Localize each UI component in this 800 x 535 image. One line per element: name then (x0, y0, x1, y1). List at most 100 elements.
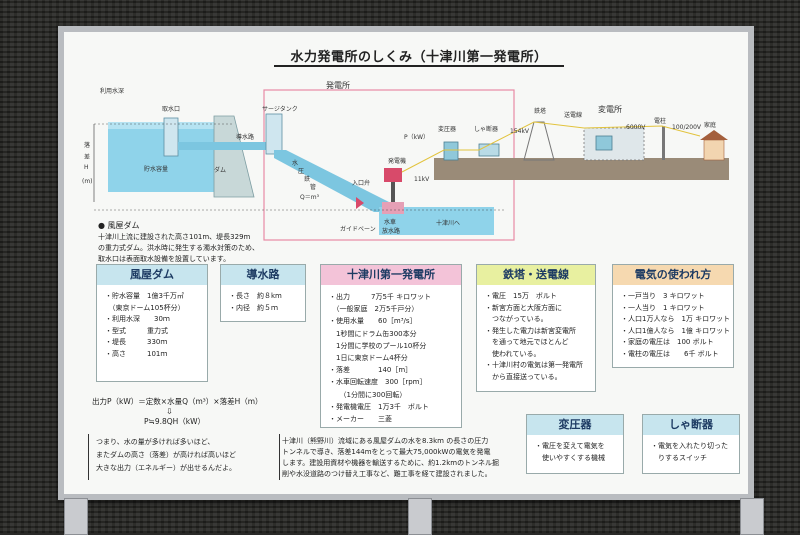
headrace-item: ・内径 約５ｍ (229, 303, 278, 312)
formula-arrow: ⇩ (166, 407, 173, 416)
turbine-shaft (391, 182, 395, 204)
label-breaker: しゃ断器 (474, 126, 499, 133)
label-generator: 発電機 (388, 158, 407, 165)
bottom-text-3: 削や水没道路のつけ替え工事など、難工事を経て建設されました。 (282, 470, 492, 478)
sign-board: 水力発電所のしくみ（十津川第一発電所） (64, 32, 748, 494)
label-line: 送電線 (564, 112, 583, 119)
label-pole: 電柱 (654, 118, 667, 125)
info-box-plant-title: 十津川第一発電所 (321, 265, 461, 285)
info-box-usage-title: 電気の使われ方 (613, 265, 733, 285)
plant-item: ・使用水量 60［m³/s］ (329, 317, 417, 326)
info-box-breaker-body: ・電気を入れたり切った りするスイッチ (651, 441, 735, 464)
info-box-transformer-body: ・電圧を変えて電気を 使いやすくする機械 (535, 441, 619, 464)
info-box-tower-body: ・電圧 15万 ボルト ・新宮方面と大阪方面に つながっている。 ・発生した電力… (485, 291, 591, 383)
dam-note-head: ● 風屋ダム (98, 221, 140, 230)
substation-block (583, 127, 645, 161)
bottom-text-0: 十津川（熊野川）流域にある風屋ダムの水を8.3km の長さの圧力 (282, 437, 489, 445)
plant-item: （1分間に300回転） (329, 390, 407, 399)
inlet-valve (356, 197, 364, 209)
info-box-transformer-title: 変圧器 (527, 415, 623, 435)
label-reservoir: 貯水容量 (144, 166, 169, 173)
explain-bracket (88, 434, 280, 480)
info-box-tower: 鉄塔・送電線 ・電圧 15万 ボルト ・新宮方面と大阪方面に つながっている。 … (476, 264, 596, 392)
tower-item: ・発生した電力は新宮変電所 (485, 326, 576, 335)
info-box-breaker-title: しゃ断器 (643, 415, 739, 435)
headrace-pipe (178, 142, 269, 150)
plant-item: ・出力 7万5千 キロワット (329, 293, 432, 301)
house-roof (700, 130, 728, 140)
label-transformer: 変圧器 (438, 126, 457, 133)
plant-item: 1分間に学校のプール10杯分 (329, 341, 427, 350)
tower-shape (523, 121, 555, 161)
headrace-item: ・長さ 約８km (229, 292, 282, 300)
label-154kv: 154kV (510, 128, 530, 135)
label-flow: Q＝m³ (300, 194, 319, 201)
dam-note-line-2: 取水口は表面取水設備を設置しています。 (98, 255, 231, 263)
reservoir-top (108, 122, 214, 129)
reservoir-water (108, 127, 214, 192)
label-intake-depth: 利用水深 (100, 88, 125, 95)
tower-item: から直接送っている。 (485, 372, 562, 381)
label-turbine: 水車 (384, 219, 397, 226)
usage-item: ・電柱の電圧は 6千 ボルト (621, 349, 719, 358)
label-house: 家庭 (704, 122, 717, 129)
house-body (703, 139, 725, 161)
ground-strip (434, 158, 729, 180)
label-head-0: 落 (84, 142, 91, 149)
usage-item: ・一人当り 1 キロワット (621, 303, 705, 312)
label-penstock-2: 鉄 (304, 176, 311, 183)
info-box-usage-body: ・一戸当り 3 キロワット ・一人当り 1 キロワット ・人口1万人なら 1万 … (621, 291, 731, 360)
turbine-block (382, 202, 404, 214)
label-guide-vane: ガイドベーン (340, 226, 376, 233)
info-box-tower-title: 鉄塔・送電線 (477, 265, 595, 285)
label-inlet-valve: 入口弁 (352, 180, 371, 187)
support-post-left (64, 498, 88, 535)
dam-body (213, 115, 255, 198)
tower-item: つながっている。 (485, 315, 548, 323)
label-penstock-1: 圧 (298, 168, 305, 175)
plant-item: ・水車回転速度 300［rpm］ (329, 378, 427, 387)
utility-pole (662, 126, 665, 160)
info-box-headrace-title: 導水路 (221, 265, 305, 285)
transformer-item: ・電圧を変えて電気を (535, 442, 605, 450)
dam-note-line-1: の重力式ダム。洪水時に発生する濁水対策のため、 (98, 244, 259, 252)
dam-item: ・堤長 330ｍ (105, 338, 168, 346)
tower-item: ・十津川村の電気は第一発電所 (485, 361, 583, 369)
info-box-usage: 電気の使われ方 ・一戸当り 3 キロワット ・一人当り 1 キロワット ・人口1… (612, 264, 734, 368)
label-dam: ダム (214, 167, 227, 174)
label-to-river: 十津川へ (436, 220, 461, 227)
transformer-box (443, 141, 459, 161)
power-line (401, 121, 701, 173)
usage-item: ・一戸当り 3 キロワット (621, 292, 705, 300)
plant-item: 1秒間にドラム缶300本分 (329, 329, 417, 338)
tower-item: を通って地元でほとんど (485, 338, 569, 346)
info-box-headrace-body: ・長さ 約８km ・内径 約５ｍ (229, 291, 301, 314)
usage-item: ・家庭の電圧は 100 ボルト (621, 338, 714, 346)
plant-item: ・落差 140［m］ (329, 366, 413, 375)
support-post-right (740, 498, 764, 535)
breaker-item: ・電気を入れたり切った (651, 442, 728, 450)
plant-item: ・発電機電圧 1万3千 ボルト (329, 402, 429, 411)
explain-line-2: 大きな出力（エネルギー）が出せるんだよ。 (96, 464, 236, 472)
plant-diagram (93, 89, 729, 241)
breaker-box (478, 143, 500, 157)
label-kw: P（kW） (404, 134, 430, 141)
transformer-item: 使いやすくする機械 (535, 453, 605, 462)
info-box-dam: 風屋ダム ・貯水容量 1億3千万㎥ （東京ドーム105杯分） ・利用水深 30ｍ… (96, 264, 208, 382)
label-tower: 鉄塔 (534, 108, 547, 115)
info-box-transformer: 変圧器 ・電圧を変えて電気を 使いやすくする機械 (526, 414, 624, 474)
label-11kv: 11kV (414, 176, 430, 183)
intake-tower (163, 117, 179, 157)
label-head-1: 差 (84, 154, 91, 161)
dam-note-line-0: 十津川上流に建設された高さ101m、堤長329m (98, 233, 251, 241)
substation-transformer (595, 135, 613, 151)
surge-tank (265, 113, 283, 155)
info-box-dam-body: ・貯水容量 1億3千万㎥ （東京ドーム105杯分） ・利用水深 30ｍ ・型式 … (105, 291, 203, 360)
info-box-plant-body: ・出力 7万5千 キロワット （一般家庭 2万5千戸分） ・使用水量 60［m³… (329, 291, 457, 425)
sign-title: 水力発電所のしくみ（十津川第一発電所） (274, 46, 564, 67)
dam-item: （東京ドーム105杯分） (105, 303, 185, 312)
formula-line-1: 出力P（kW）＝定数×水量Q（m³）×落差H（m） (92, 397, 263, 406)
usage-item: ・人口1万人なら 1万 キロワット (621, 315, 731, 323)
label-surge-tank: サージタンク (262, 106, 298, 113)
generator-housing (384, 168, 402, 182)
